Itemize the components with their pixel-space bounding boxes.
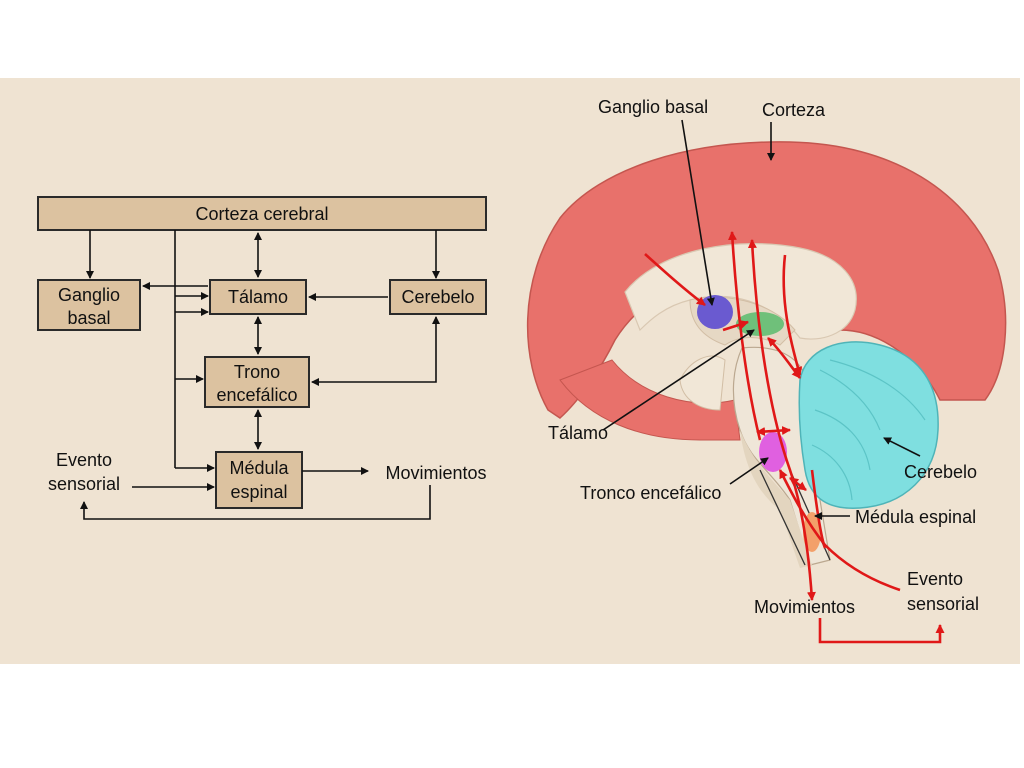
label-evento-line2: sensorial <box>48 474 120 494</box>
box-ganglio-basal <box>37 279 141 331</box>
pathway-tronco-cerebelo <box>789 476 807 492</box>
pathway-cortex-movimientos <box>747 239 816 601</box>
brain-label-corteza: Corteza <box>762 100 826 120</box>
label-medula-line2: espinal <box>230 482 287 502</box>
cerebellum <box>798 341 939 509</box>
brain-label-evento-line2: sensorial <box>907 594 979 614</box>
box-talamo <box>209 279 307 315</box>
pointer-cerebelo <box>883 437 921 457</box>
arrow-feedback-evento <box>80 485 431 520</box>
label-trono-line1: Trono <box>234 362 280 382</box>
arrow-trono-cerebelo <box>311 316 440 386</box>
label-medula-line1: Médula <box>229 458 289 478</box>
box-medula-espinal <box>215 451 303 509</box>
label-cerebelo: Cerebelo <box>401 287 474 307</box>
ganglio-basal-nucleus <box>697 295 733 329</box>
label-corteza-cerebral: Corteza cerebral <box>195 204 328 224</box>
pathway-ganglio-talamo <box>722 320 749 332</box>
flowchart: Corteza cerebral Ganglio basal Tálamo Ce… <box>37 196 487 520</box>
brain-label-cerebelo: Cerebelo <box>904 462 977 482</box>
brain-label-medula: Médula espinal <box>855 507 976 527</box>
pathway-tronco-local <box>756 425 791 437</box>
pointer-tronco <box>729 457 769 485</box>
label-talamo: Tálamo <box>228 287 288 307</box>
hypothalamus <box>679 355 726 411</box>
pointer-talamo <box>602 329 755 431</box>
label-movimientos: Movimientos <box>385 463 486 483</box>
pathway-spinal <box>810 469 827 549</box>
label-ganglio-line2: basal <box>67 308 110 328</box>
brain-label-tronco: Tronco encefálico <box>580 483 721 503</box>
label-ganglio-line1: Ganglio <box>58 285 120 305</box>
box-cerebelo <box>389 279 487 315</box>
cerebellum-folia <box>811 359 926 501</box>
box-corteza-cerebral <box>37 196 487 231</box>
label-evento-line1: Evento <box>56 450 112 470</box>
brain-label-ganglio-basal: Ganglio basal <box>598 97 708 117</box>
brain-label-talamo: Tálamo <box>548 423 608 443</box>
brain-label-evento-line1: Evento <box>907 569 963 589</box>
pointer-ganglio-basal <box>681 119 715 306</box>
box-trono-encefalico <box>204 356 310 408</box>
pathway-feedback <box>818 618 945 644</box>
brain-label-movimientos: Movimientos <box>754 597 855 617</box>
cortex-temporal <box>559 359 741 441</box>
brain-illustration: Ganglio basal Corteza Tálamo Cerebelo Tr… <box>526 97 1007 644</box>
pathway-talamo-cerebelo <box>767 337 802 379</box>
label-trono-line2: encefálico <box>216 385 297 405</box>
pathway-cortex-ganglio <box>644 253 706 307</box>
